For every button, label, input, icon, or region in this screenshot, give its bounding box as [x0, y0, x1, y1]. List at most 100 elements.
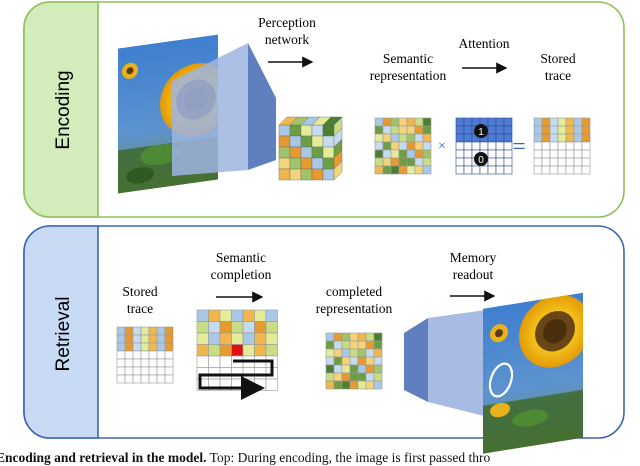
grid-cell — [116, 334, 126, 344]
grid-cell — [265, 309, 278, 322]
grid-cell — [455, 133, 465, 143]
grid-cell — [349, 380, 359, 390]
grid-cell — [573, 117, 583, 127]
grid-cell — [463, 141, 473, 151]
cube-cell — [300, 146, 313, 159]
grid-cell — [124, 350, 134, 360]
grid-cell — [503, 157, 513, 167]
caption-bold: Encoding and retrieval in the model. — [0, 450, 207, 465]
grid-cell — [231, 309, 244, 322]
grid-cell — [398, 165, 408, 175]
grid-cell — [357, 340, 367, 350]
grid-cell — [242, 367, 255, 380]
grid-cell — [148, 350, 158, 360]
grid-cell — [495, 133, 505, 143]
grid-cell — [390, 125, 400, 135]
encoding-label: Encoding — [53, 70, 74, 149]
cube-cell — [311, 135, 324, 148]
cube-cell — [322, 124, 335, 137]
grid-cell — [325, 364, 335, 374]
grid-cell — [455, 125, 465, 135]
grid-cell — [341, 364, 351, 374]
grid-cell — [503, 149, 513, 159]
grid-cell — [455, 117, 465, 127]
grid-cell — [471, 141, 481, 151]
grid-cell — [406, 157, 416, 167]
grid-cell — [132, 366, 142, 376]
grid-cell — [406, 133, 416, 143]
grid-cell — [164, 334, 174, 344]
grid-cell — [231, 367, 244, 380]
grid-cell — [148, 326, 158, 336]
grid-cell — [140, 374, 150, 384]
grid-cell — [373, 348, 383, 358]
grid-cell — [414, 165, 424, 175]
grid-cell — [533, 141, 543, 151]
grid-cell — [406, 117, 416, 127]
grid-cell — [333, 364, 343, 374]
grid-cell — [398, 133, 408, 143]
grid-cell — [533, 149, 543, 159]
retrieval-trace-grid — [116, 326, 174, 384]
completion-path — [198, 359, 274, 400]
grid-cell — [487, 149, 497, 159]
grid-cell — [557, 149, 567, 159]
grid-cell — [156, 366, 166, 376]
grid-cell — [503, 125, 513, 135]
grid-cell — [406, 125, 416, 135]
grid-cell — [365, 372, 375, 382]
grid-cell — [196, 355, 209, 368]
grid-cell — [557, 125, 567, 135]
grid-cell — [479, 141, 489, 151]
grid-cell — [365, 364, 375, 374]
grid-cell — [487, 165, 497, 175]
grid-cell — [557, 157, 567, 167]
grid-cell — [414, 149, 424, 159]
grid-cell — [148, 334, 158, 344]
encoding-label-tab — [23, 1, 99, 218]
cube-cell — [278, 135, 291, 148]
grid-cell — [365, 348, 375, 358]
grid-cell — [265, 321, 278, 334]
grid-cell — [406, 149, 416, 159]
grid-cell — [581, 125, 591, 135]
grid-cell — [242, 309, 255, 322]
semantic-representation-label-2: representation — [370, 68, 447, 83]
grid-cell — [116, 326, 126, 336]
grid-cell — [565, 117, 575, 127]
grid-cell — [140, 342, 150, 352]
grid-cell — [219, 321, 232, 334]
grid-cell — [219, 344, 232, 357]
grid-cell — [390, 117, 400, 127]
encoding-network-prism-side — [248, 43, 276, 170]
grid-cell — [341, 332, 351, 342]
grid-cell — [390, 165, 400, 175]
cube-cell — [311, 157, 324, 170]
grid-cell — [422, 125, 432, 135]
grid-cell — [254, 309, 267, 322]
grid-cell — [503, 117, 513, 127]
grid-cell — [382, 133, 392, 143]
grid-cell — [565, 157, 575, 167]
grid-cell — [573, 141, 583, 151]
cube-cell — [300, 157, 313, 170]
grid-cell — [265, 344, 278, 357]
attention-label: Attention — [459, 36, 510, 51]
grid-cell — [208, 355, 221, 368]
grid-cell — [349, 372, 359, 382]
grid-cell — [219, 309, 232, 322]
grid-cell — [242, 321, 255, 334]
grid-cell — [503, 165, 513, 175]
grid-cell — [503, 141, 513, 151]
grid-cell — [374, 149, 384, 159]
grid-cell — [357, 348, 367, 358]
grid-cell — [373, 332, 383, 342]
grid-cell — [333, 340, 343, 350]
grid-cell — [463, 125, 473, 135]
grid-cell — [164, 326, 174, 336]
grid-cell — [132, 358, 142, 368]
grid-cell — [374, 125, 384, 135]
grid-cell — [549, 117, 559, 127]
grid-cell — [254, 321, 267, 334]
grid-cell — [414, 141, 424, 151]
